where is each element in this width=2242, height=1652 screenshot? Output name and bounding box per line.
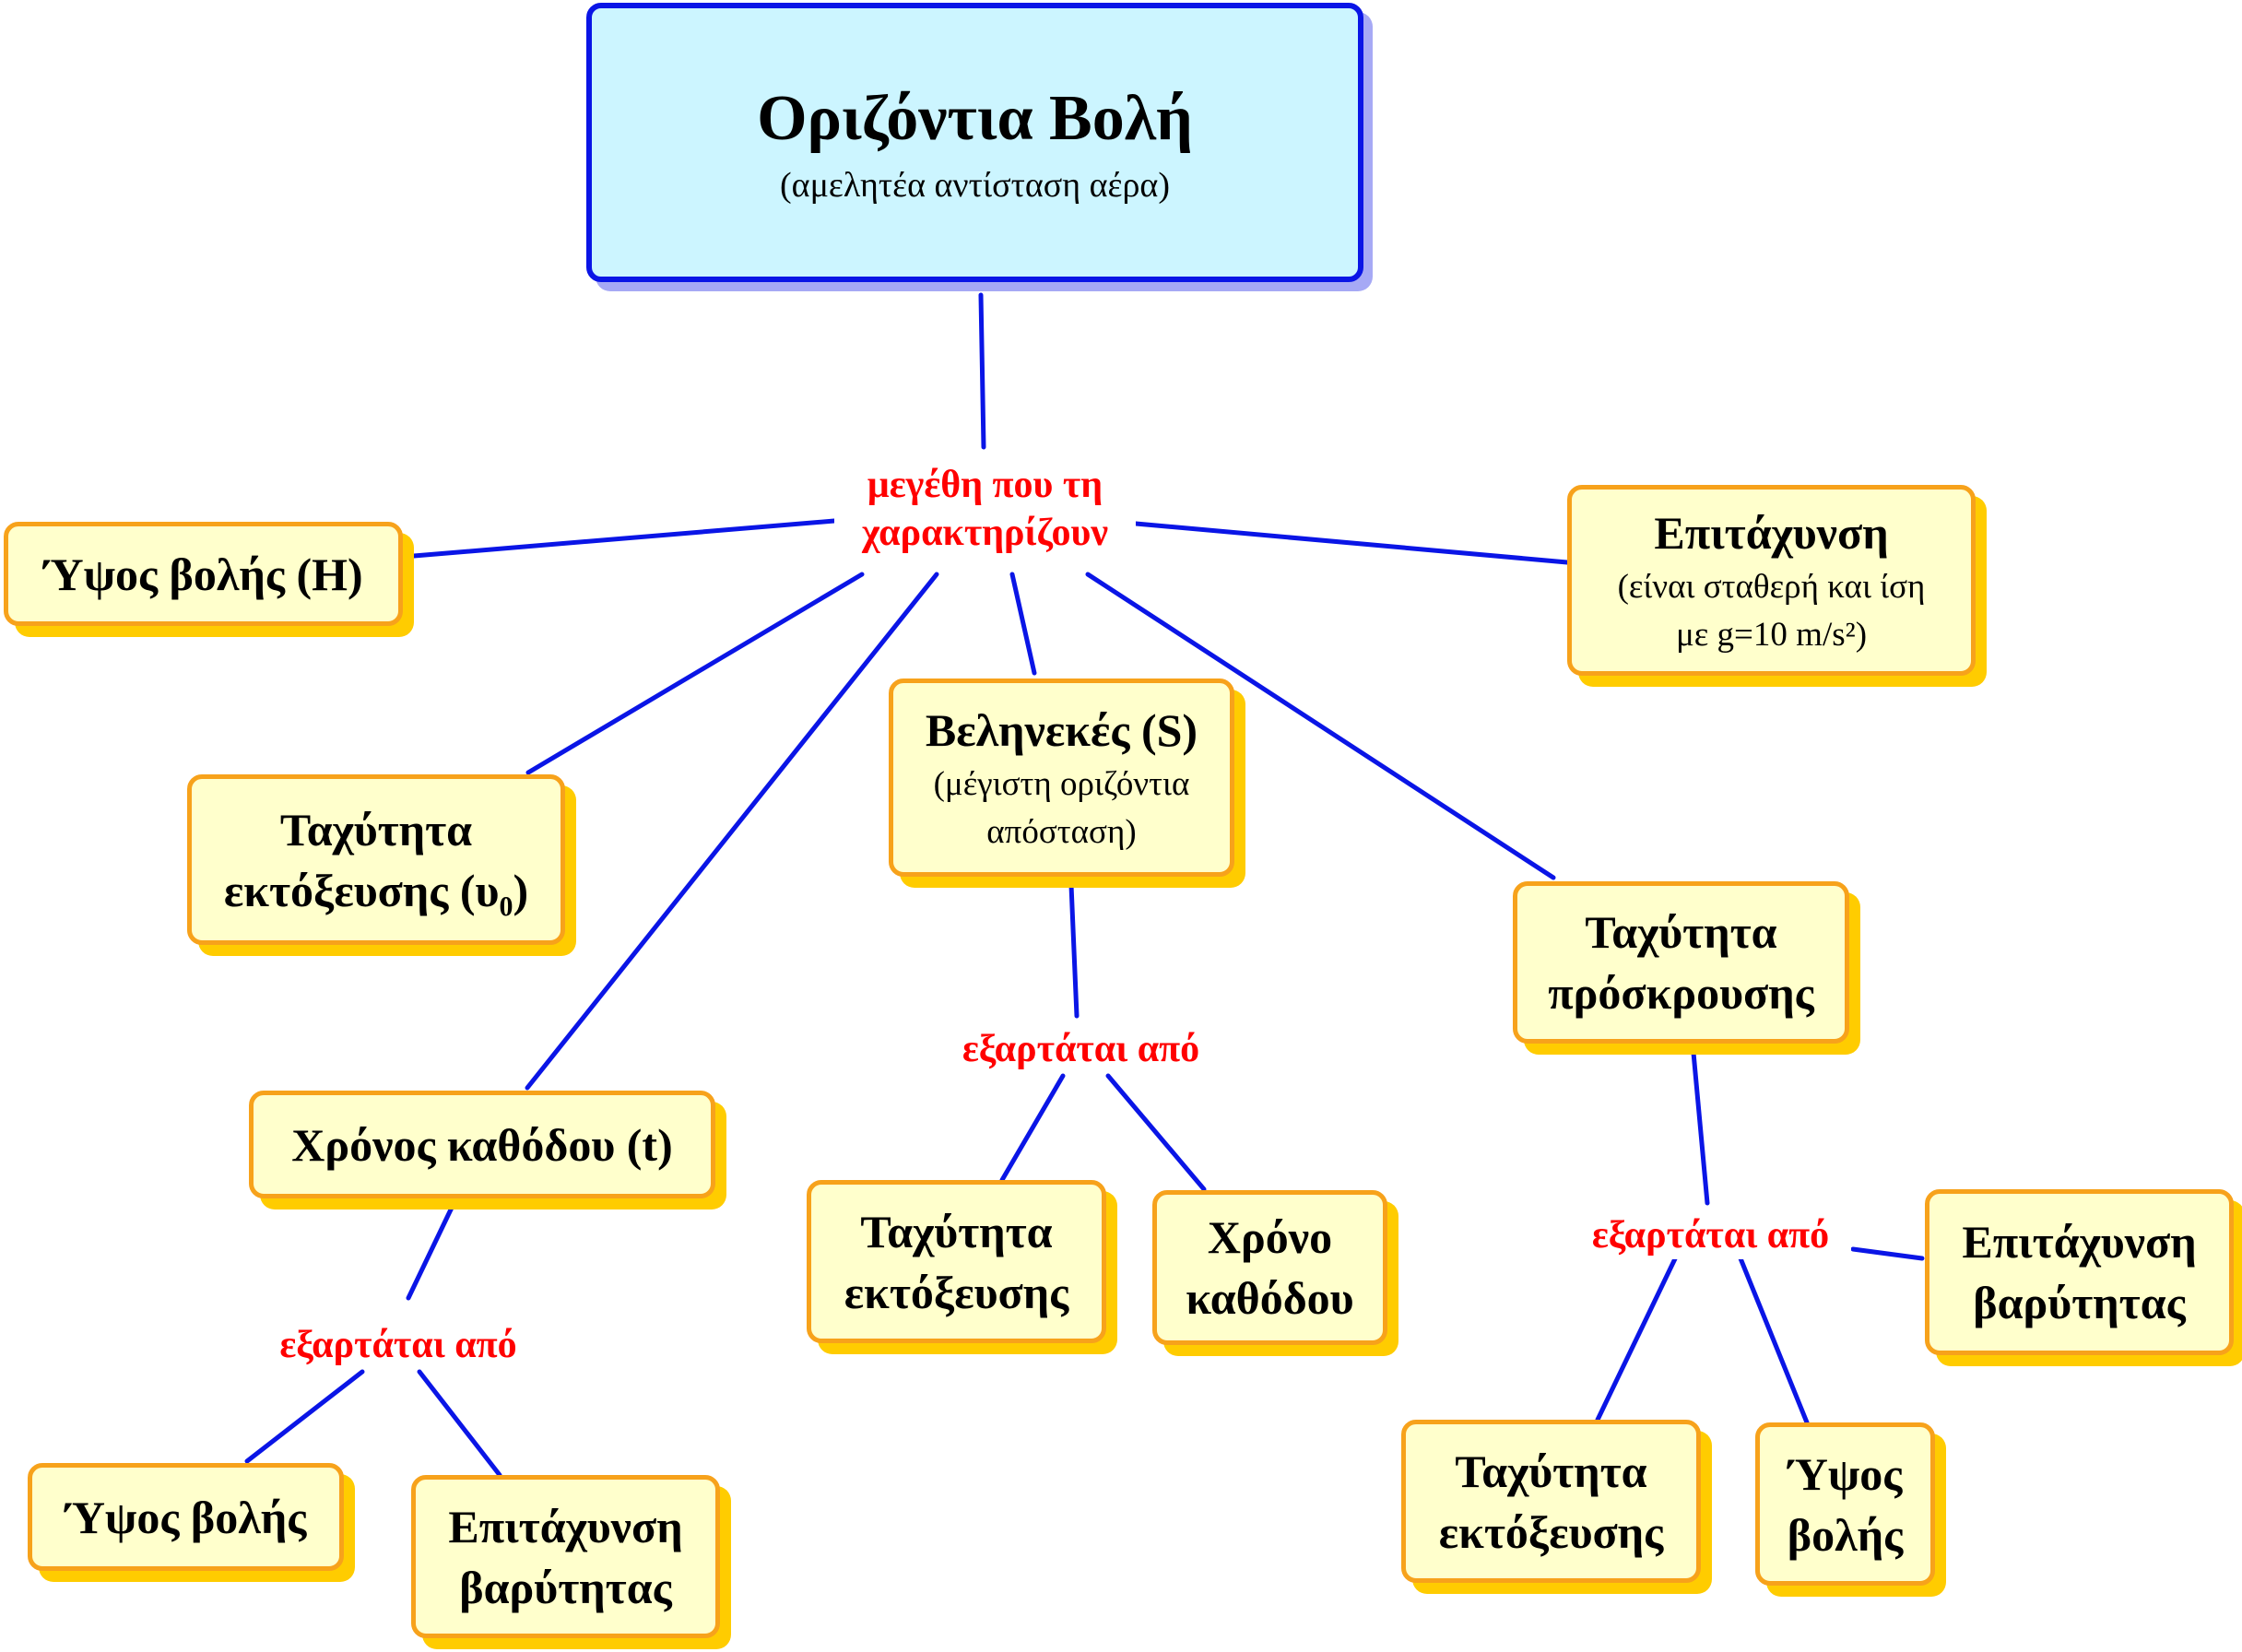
dependency-label-fall-time: εξαρτάται από [261, 1321, 536, 1369]
dep-impact-speed-line2: εκτόξευσης [1438, 1505, 1664, 1558]
line-connector-range [1009, 572, 1037, 676]
connector-label-line2: χαρακτηρίζουν [861, 512, 1109, 554]
node-range-note1: (μέγιστη οριζόντια [933, 764, 1190, 803]
line-fall-time-label [406, 1205, 454, 1301]
line-root-connector [978, 292, 986, 450]
dep-impact-height-line1: Ύψος [1788, 1447, 1903, 1500]
node-range-title: Βεληνεκές (S) [925, 703, 1198, 756]
line-connector-launch-speed [525, 572, 865, 775]
dep-fall-gravity-line1: Επιτάχυνση [448, 1500, 683, 1552]
dep-range-speed: Ταχύτητα εκτόξευσης [807, 1180, 1106, 1343]
dep-impact-gravity: Επιτάχυνση βαρύτητας [1925, 1189, 2234, 1355]
dep-range-time-line2: καθόδου [1186, 1272, 1354, 1324]
dep-fall-gravity: Επιτάχυνση βαρύτητας [411, 1475, 720, 1638]
line-impact-label-gravity [1850, 1246, 1925, 1261]
node-fall-time-title: Χρόνος καθόδου (t) [291, 1118, 673, 1171]
node-impact-speed: Ταχύτητα πρόσκρουσης [1513, 881, 1849, 1044]
node-height: Ύψος βολής (Η) [4, 522, 403, 626]
root-subtitle: (αμελητέα αντίσταση αέρα) [780, 165, 1170, 205]
node-impact-speed-line2: πρόσκρουσης [1548, 967, 1814, 1019]
dep-range-time-line1: Χρόνο [1207, 1211, 1333, 1263]
node-fall-time: Χρόνος καθόδου (t) [249, 1091, 715, 1198]
dependency-label-range: εξαρτάται από [940, 1025, 1221, 1073]
node-launch-speed: Ταχύτητα εκτόξευσης (υ₀) [187, 774, 565, 945]
dep-range-speed-line2: εκτόξευσης [844, 1266, 1069, 1318]
connector-label: μεγέθη που τη χαρακτηρίζουν [834, 461, 1136, 557]
dep-impact-speed-line1: Ταχύτητα [1455, 1445, 1647, 1497]
line-connector-height [411, 518, 837, 559]
line-range-label-speed [999, 1073, 1066, 1183]
dep-range-speed-line1: Ταχύτητα [860, 1205, 1053, 1257]
line-range-label [1068, 882, 1080, 1019]
dep-impact-height-line2: βολής [1787, 1508, 1904, 1561]
dep-fall-height-text: Ύψος βολής [65, 1491, 307, 1543]
line-range-label-time [1105, 1073, 1207, 1192]
line-connector-impact-speed [1085, 572, 1556, 880]
dep-impact-gravity-line2: βαρύτητας [1973, 1277, 2186, 1328]
dep-range-time: Χρόνο καθόδου [1152, 1190, 1387, 1345]
node-launch-speed-line2: εκτόξευσης (υ₀) [223, 864, 529, 916]
node-range-note2: απόσταση) [986, 812, 1137, 851]
dep-fall-gravity-line2: βαρύτητας [459, 1561, 672, 1613]
line-impact-label [1691, 1050, 1710, 1206]
line-connector-fall-time [525, 572, 939, 1091]
line-fall-label-gravity [417, 1369, 502, 1478]
root-title: Οριζόντια Βολή [757, 82, 1193, 154]
line-fall-label-height [244, 1369, 365, 1464]
root-node: Οριζόντια Βολή (αμελητέα αντίσταση αέρα) [586, 3, 1363, 282]
dep-impact-gravity-line1: Επιτάχυνση [1962, 1216, 2197, 1268]
node-acceleration-note1: (είναι σταθερή και ίση [1617, 567, 1926, 606]
node-acceleration: Επιτάχυνση (είναι σταθερή και ίση με g=1… [1567, 485, 1976, 676]
dep-fall-height: Ύψος βολής [28, 1463, 344, 1571]
line-connector-acceleration [1133, 521, 1570, 565]
dep-impact-speed: Ταχύτητα εκτόξευσης [1401, 1420, 1701, 1583]
node-launch-speed-line1: Ταχύτητα [279, 803, 473, 856]
node-height-title: Ύψος βολής (Η) [43, 548, 363, 600]
connector-label-line1: μεγέθη που τη [867, 464, 1103, 506]
node-range: Βεληνεκές (S) (μέγιστη οριζόντια απόστασ… [889, 678, 1234, 877]
dep-impact-height: Ύψος βολής [1755, 1422, 1935, 1586]
node-impact-speed-line1: Ταχύτητα [1585, 906, 1777, 958]
node-acceleration-note2: με g=10 m/s²) [1675, 615, 1868, 654]
node-acceleration-title: Επιτάχυνση [1654, 506, 1889, 559]
dependency-label-impact-speed: εξαρτάται από [1570, 1211, 1851, 1259]
